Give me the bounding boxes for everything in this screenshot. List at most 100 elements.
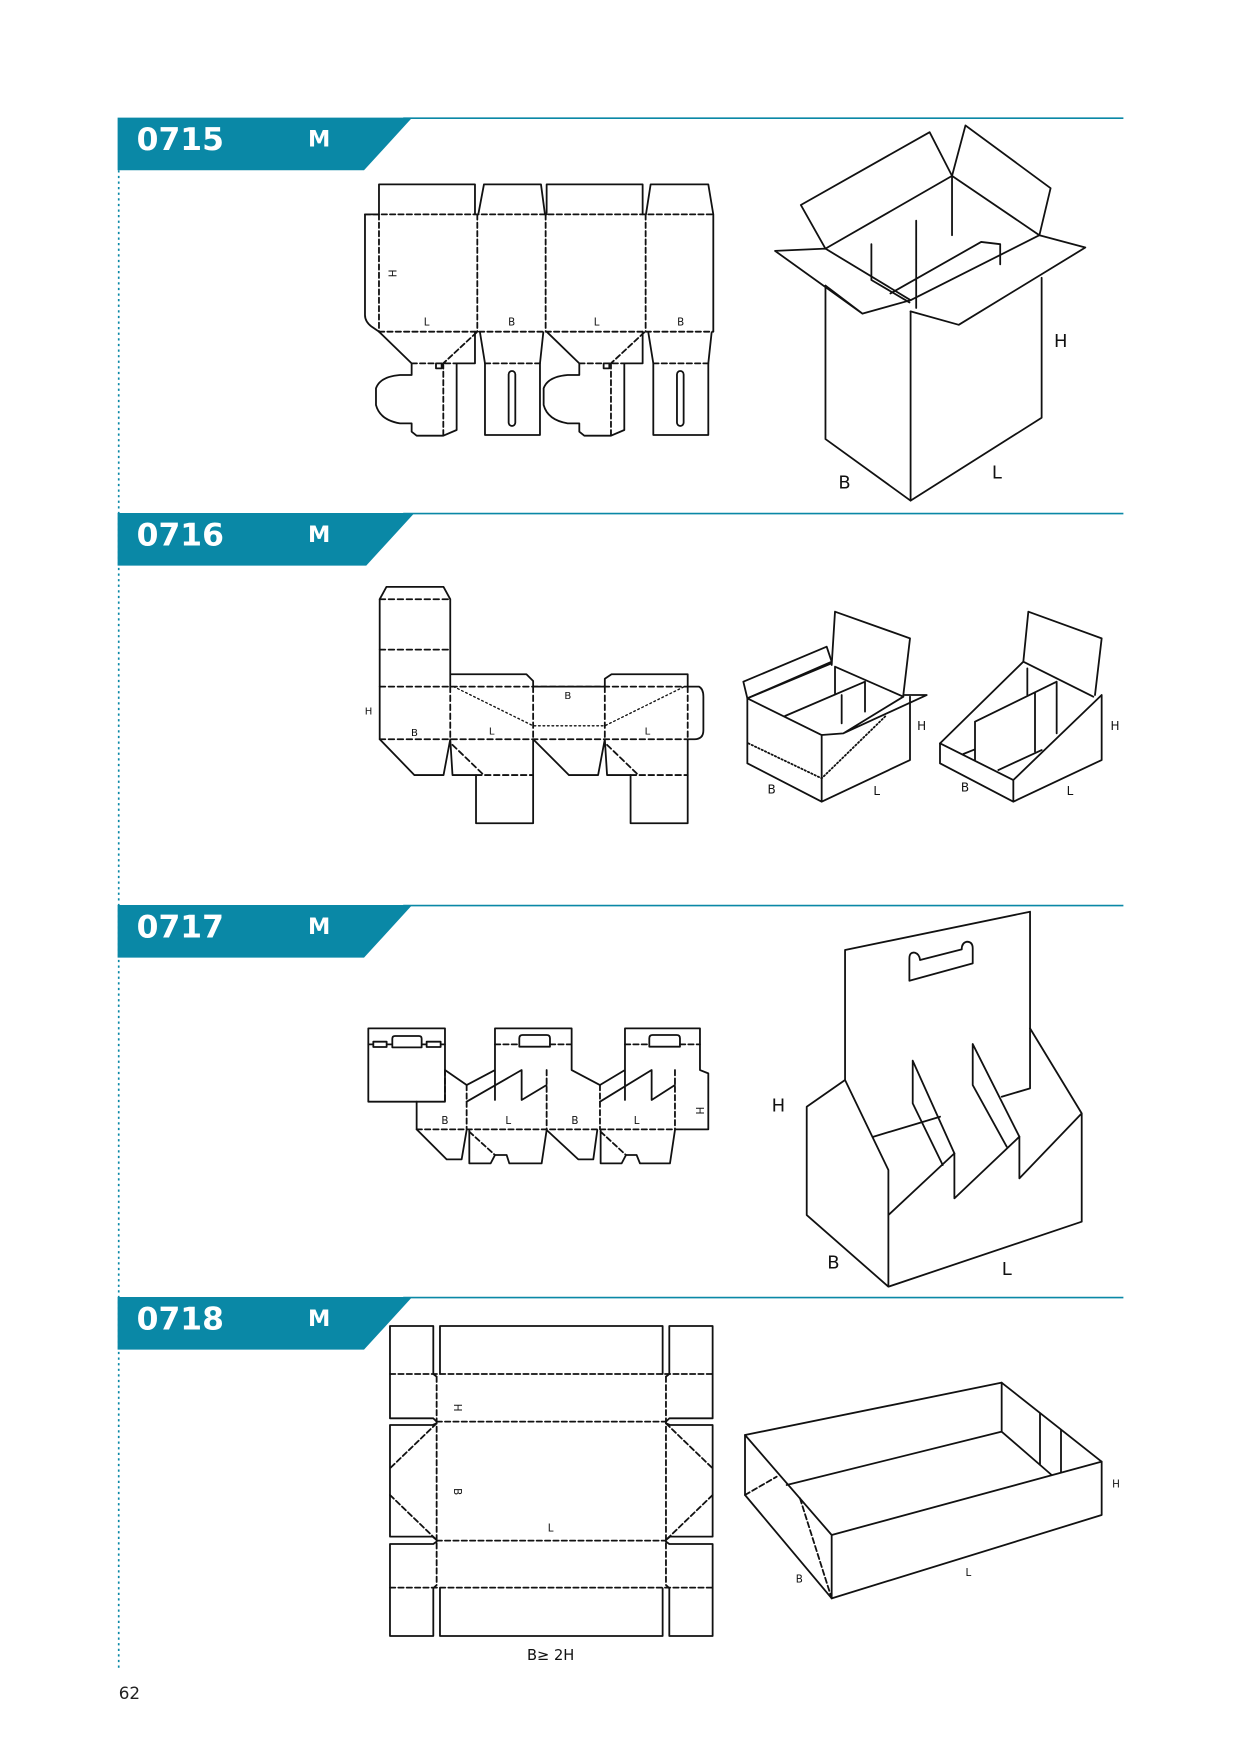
page-number: 62 <box>119 1683 140 1703</box>
divider <box>962 680 1058 771</box>
banner-shape <box>117 1297 413 1350</box>
dim-label-h: H <box>385 269 397 277</box>
dieline-0715: H L B L B <box>364 183 715 437</box>
section-grade: M <box>308 1306 330 1332</box>
banner-shape <box>117 117 413 171</box>
perforation-lines <box>747 714 888 780</box>
dim-label-l: L <box>594 317 600 329</box>
dim-label-l: L <box>1002 1259 1012 1280</box>
section-grade: M <box>308 127 330 153</box>
dim-label-l: L <box>965 1567 971 1579</box>
dividers <box>911 1043 1021 1166</box>
dimension-note: B≥ 2H <box>527 1647 574 1664</box>
cut-lines <box>389 1325 714 1637</box>
inner-rims <box>746 662 905 700</box>
crease-lines <box>578 331 646 437</box>
carry-handle <box>908 940 974 982</box>
hand-slot <box>676 370 685 427</box>
dieline-0716: H B L B L <box>365 586 705 825</box>
bottom-flap-b1 <box>479 331 545 436</box>
carry-handles <box>518 1034 681 1048</box>
tray-view-0718: B L H <box>744 1381 1120 1600</box>
carrier-body <box>805 1027 1083 1288</box>
tray-inner-edges <box>744 1381 1103 1600</box>
dim-label-b: B <box>451 1488 463 1495</box>
box-view-0715: H B L <box>774 124 1087 502</box>
dim-label-b: B <box>838 472 850 493</box>
handle-panel <box>367 1027 446 1103</box>
crease-lines <box>415 1043 701 1156</box>
dim-label-b: B <box>768 782 776 796</box>
crease-lines <box>364 213 715 333</box>
display-panel <box>939 610 1103 745</box>
flap-back-right <box>830 610 911 696</box>
dim-label-l: L <box>992 462 1002 483</box>
bottom-flap-b2 <box>647 331 713 436</box>
dim-label-l: L <box>645 727 651 738</box>
dim-label-b: B <box>961 781 969 795</box>
section-grade: M <box>308 522 330 548</box>
box-outline <box>939 694 1103 803</box>
bottom-flap-l1 <box>375 330 478 437</box>
section-code: 0718 <box>137 1301 224 1337</box>
crease-lines <box>389 1373 714 1589</box>
section-banner-0715: 0715 M <box>117 117 1124 171</box>
dim-label-b: B <box>411 728 418 739</box>
box-view-closed: B L H <box>742 610 928 803</box>
cut-lines <box>375 330 476 437</box>
dim-label-h: H <box>693 1107 705 1115</box>
flap-back-left <box>799 131 953 250</box>
banner-shape <box>117 905 413 958</box>
dim-label-h: H <box>451 1404 463 1412</box>
section-code: 0716 <box>137 517 224 553</box>
section-banner-0717: 0717 M <box>117 904 1124 958</box>
cut-lines <box>647 331 713 436</box>
flap-left <box>774 247 912 315</box>
flap-right <box>909 234 1087 326</box>
dim-label-h: H <box>772 1096 786 1117</box>
dim-label-l: L <box>489 727 495 738</box>
dim-label-l: L <box>1067 784 1074 798</box>
flap-back-right <box>951 124 1052 237</box>
dim-label-b: B <box>827 1252 839 1273</box>
dim-label-l: L <box>873 784 880 798</box>
dim-label-h: H <box>1110 719 1119 733</box>
partition <box>784 680 866 725</box>
handle-panel <box>844 910 1031 1098</box>
cut-lines <box>479 331 545 436</box>
dim-label-l: L <box>424 317 430 329</box>
dim-label-h: H <box>1112 1478 1120 1490</box>
dieline-0718: H B L B≥ 2H <box>389 1325 714 1664</box>
dim-label-l: L <box>548 1523 554 1535</box>
carrier-view-0717: H B L <box>772 910 1083 1288</box>
dim-label-b: B <box>571 1115 578 1127</box>
flap-right <box>820 694 928 736</box>
dieline-0717: B L B L H <box>367 1027 710 1165</box>
section-banner-0718: 0718 M <box>117 1296 1124 1350</box>
cut-lines <box>415 1027 710 1165</box>
dim-label-h: H <box>1054 331 1067 352</box>
crease-lines <box>744 1475 833 1600</box>
crease-lines <box>410 331 478 437</box>
dim-label-b: B <box>441 1115 448 1127</box>
banner-shape <box>117 512 415 566</box>
tray-outline <box>744 1381 1103 1600</box>
dim-label-b: B <box>796 1574 803 1586</box>
crease-lines <box>378 598 689 776</box>
box-outline <box>824 276 1043 502</box>
dim-label-b: B <box>564 691 571 702</box>
hand-slot <box>507 370 517 427</box>
cut-lines <box>378 586 705 825</box>
cut-lines <box>542 330 644 437</box>
dim-label-b: B <box>677 317 684 329</box>
partitions <box>870 174 1002 309</box>
handle-holes <box>367 1035 446 1049</box>
dim-label-h: H <box>917 719 926 733</box>
perforation-lines <box>452 685 686 727</box>
box-views-0716: B L H B L H <box>742 610 1120 803</box>
dim-label-l: L <box>634 1115 640 1127</box>
dim-label-b: B <box>508 317 515 329</box>
dim-label-h: H <box>365 707 373 718</box>
cut-lines <box>364 183 715 333</box>
